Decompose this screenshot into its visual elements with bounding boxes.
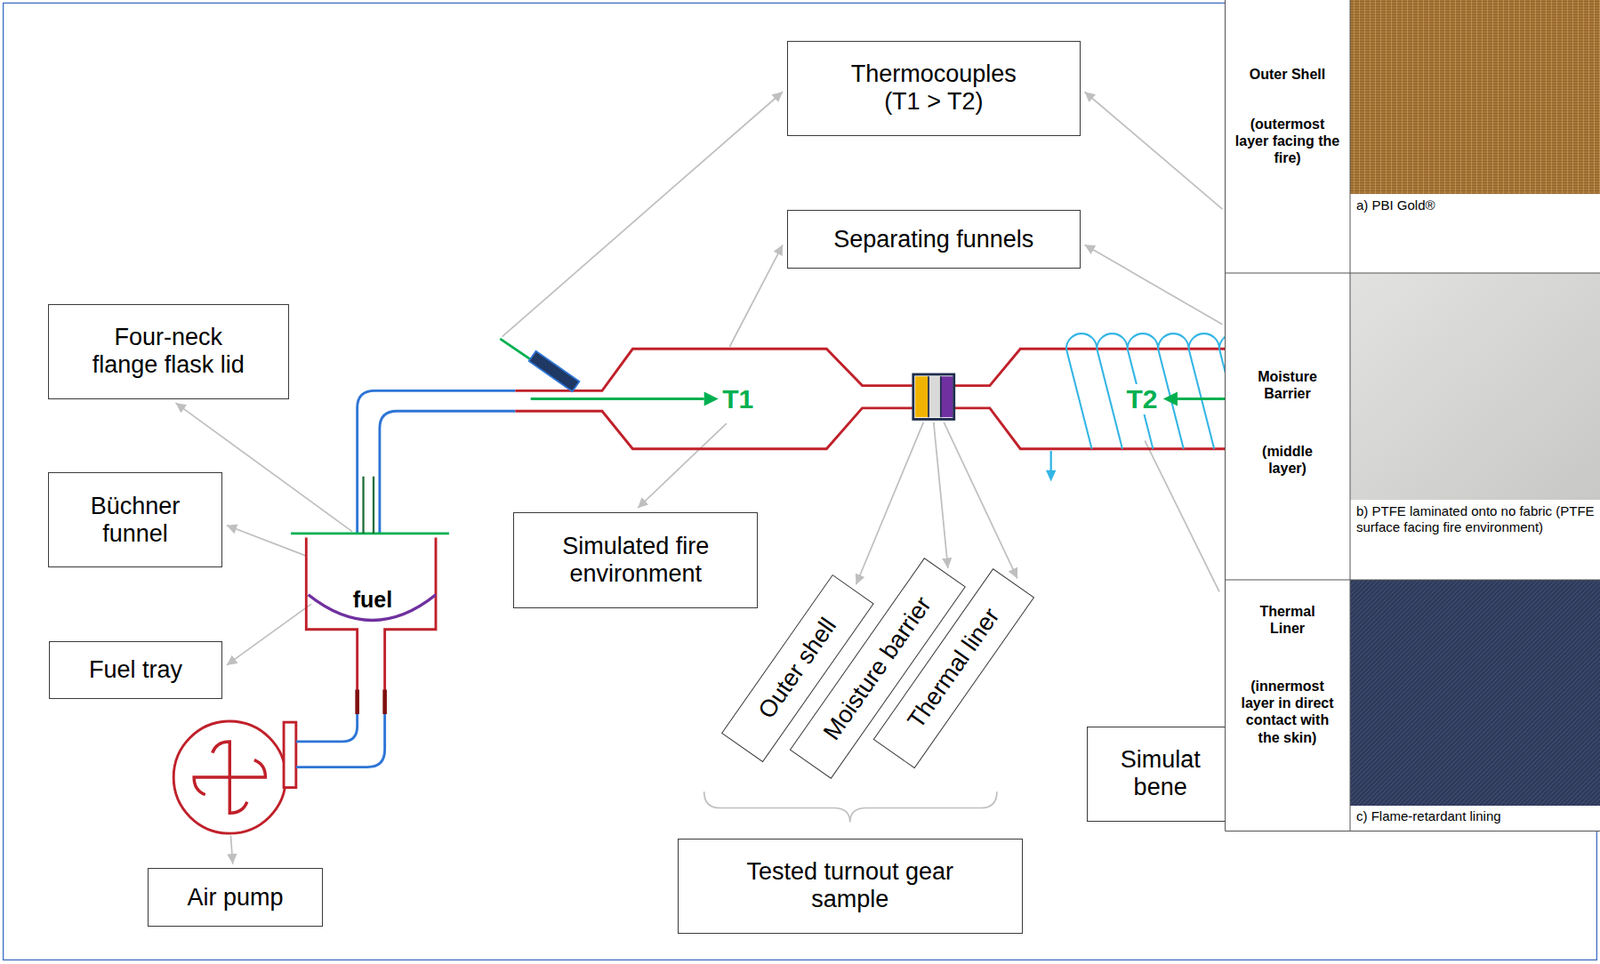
leader-lines xyxy=(502,91,783,337)
cooling-coil xyxy=(1045,333,1250,482)
cooling-coil xyxy=(1066,333,1250,349)
thermocouple-t1 xyxy=(529,351,580,392)
leader-lines xyxy=(856,422,925,585)
fire-chamber xyxy=(514,348,913,449)
box-text: Simulat bene xyxy=(1096,746,1225,802)
materials-table: Outer Shell (outermost layer facing the f… xyxy=(1224,0,1600,832)
label-box: Four-neck flange flask lid xyxy=(48,304,290,400)
table-cell-text: b) PTFE laminated onto no fabric (PTFE s… xyxy=(1356,503,1595,536)
leader-lines xyxy=(933,422,949,569)
turnout-sample xyxy=(913,374,955,419)
box-text: Tested turnout gear sample xyxy=(716,858,984,914)
tube-joints xyxy=(357,689,386,715)
leader-lines xyxy=(230,835,233,864)
box-text: Fuel tray xyxy=(88,656,183,684)
label-box: Air pump xyxy=(147,868,322,926)
air-pump xyxy=(173,721,297,834)
thermocouple-t1 xyxy=(704,391,719,406)
cooling-coil xyxy=(1050,450,1053,473)
label-box: Thermocouples (T1 > T2) xyxy=(787,40,1081,137)
turnout-sample xyxy=(940,376,954,418)
leader-lines xyxy=(943,422,1018,579)
air-pump xyxy=(193,741,266,813)
fabric-photo xyxy=(1350,579,1600,806)
box-text: Simulated fire environment xyxy=(524,532,748,588)
air-pump xyxy=(173,721,286,834)
flask-lid xyxy=(363,476,374,534)
buchner-funnel xyxy=(305,538,436,715)
thermocouple-t2 xyxy=(1163,391,1178,406)
label-box: Büchner funnel xyxy=(48,472,223,568)
fabric-photo xyxy=(1350,0,1600,194)
table-cell-text: c) Flame-retardant lining xyxy=(1356,808,1595,825)
turnout-sample xyxy=(915,376,929,418)
leader-lines xyxy=(226,525,306,556)
air-tubes xyxy=(357,390,516,534)
air-tubes xyxy=(296,390,516,767)
air-tubes xyxy=(296,691,386,768)
turnout-sample xyxy=(913,374,955,419)
cooling-coil xyxy=(1045,470,1056,483)
thermocouple-t1 xyxy=(530,397,705,401)
table-cell-text: Outer Shell xyxy=(1224,65,1351,83)
box-text: Air pump xyxy=(186,884,283,912)
table-cell-text: a) PBI Gold® xyxy=(1356,197,1595,214)
table-cell-text: Thermal Liner xyxy=(1242,603,1333,637)
flask-lid xyxy=(290,476,450,534)
box-text: Büchner funnel xyxy=(68,492,202,548)
leader-lines xyxy=(1085,91,1223,210)
box-text: Separating funnels xyxy=(833,225,1034,254)
fire-chamber xyxy=(514,408,913,450)
label-box: Simulated fire environment xyxy=(513,512,758,609)
sample-bracket xyxy=(704,791,997,822)
leader-lines xyxy=(637,423,727,508)
turnout-sample xyxy=(928,376,941,418)
grid-line xyxy=(1224,0,1600,832)
leader-lines xyxy=(1144,441,1220,593)
leader-lines xyxy=(1085,244,1223,324)
leader-lines xyxy=(175,91,1223,864)
air-pump xyxy=(283,722,297,788)
table-cell-text: (innermost layer in direct contact with … xyxy=(1238,677,1337,747)
label-box: Separating funnels xyxy=(787,209,1081,268)
label-box: Fuel tray xyxy=(48,641,223,700)
leader-lines xyxy=(729,244,783,347)
cooling-coil xyxy=(1066,348,1246,449)
temperature-label: T2 xyxy=(1124,384,1161,415)
air-tubes xyxy=(296,691,358,742)
buchner-funnel xyxy=(305,538,357,715)
box-text: Thermocouples (T1 > T2) xyxy=(837,60,1030,116)
skin-chamber xyxy=(954,408,1235,450)
box-text: Four-neck flange flask lid xyxy=(83,323,253,379)
fuel-label: fuel xyxy=(353,586,393,613)
fire-chamber xyxy=(514,348,913,391)
turnout-sample xyxy=(928,376,941,418)
table-cell-text: (outermost layer facing the fire) xyxy=(1233,115,1342,168)
label-box: Tested turnout gear sample xyxy=(677,838,1023,934)
leader-lines xyxy=(226,603,312,666)
buchner-funnel xyxy=(385,538,436,715)
table-cell-text: Moisture Barrier xyxy=(1242,368,1333,403)
fabric-photo xyxy=(1350,273,1600,500)
thermocouple-t1 xyxy=(499,338,718,407)
tube-joints xyxy=(357,689,386,715)
flask-lid xyxy=(290,531,450,535)
temperature-label: T1 xyxy=(722,384,754,415)
air-tubes xyxy=(379,410,516,534)
table-cell-text: (middle layer) xyxy=(1242,442,1333,477)
